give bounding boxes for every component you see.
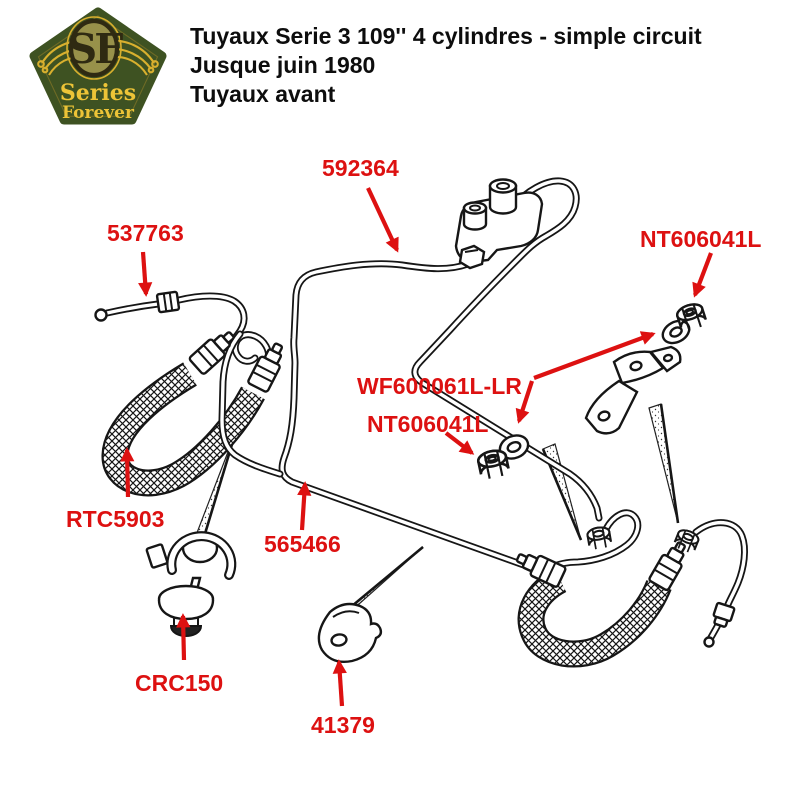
part-label-nt606041l-top: NT606041L [640,226,762,252]
badge-oval [68,18,120,78]
badge-oval-gold-ring [66,16,122,80]
part-label-537763: 537763 [107,220,184,246]
hose-fitting [188,331,235,375]
arrow-crc150 [176,613,191,661]
nut-nt606041l-top [676,303,707,332]
part-label-41379: 41379 [311,712,375,738]
part-label-592364: 592364 [322,155,399,181]
part-label-565466: 565466 [264,531,341,557]
arrow-592364 [366,187,399,253]
pipe-592364-565466-drawing [278,260,547,576]
pipe-loop-descent-drawing [411,177,603,522]
logo-forever-text: Forever [62,103,135,123]
part-label-wf600061l-lr: WF600061L-LR [357,373,522,399]
pipe-end-ball [94,308,108,322]
label-arrows [120,187,713,707]
arrow-nt606041l-mid [444,431,475,455]
title-line-2: Jusque juin 1980 [190,52,376,78]
hose-fitting [247,342,284,393]
clip-crc150-drawing [145,531,237,638]
nut-small-loop-pipe [586,526,613,550]
part-label-crc150: CRC150 [135,670,224,696]
hose-fitting [515,553,567,588]
part-label-nt606041l-mid: NT606041L [367,411,489,437]
part-label-rtc5903: RTC5903 [66,506,165,532]
pipe-end-ball [703,636,715,648]
pipe-end-fitting [712,601,736,628]
badge-inner-line [37,15,159,117]
nut-nt606041l-mid [476,449,510,479]
logo-monogram: SF [68,25,124,73]
logo-series-text: Series [60,80,136,106]
arrow-wf600061l-to-mid-washer [515,380,534,424]
arrow-wf600061l-to-top-washer [533,331,656,380]
title-line-1: Tuyaux Serie 3 109'' 4 cylindres - simpl… [190,23,702,49]
arrow-537763 [138,251,153,297]
pipe-small-loop-drawing [546,509,642,572]
bracket-41379-drawing [317,602,383,664]
hose-fitting [648,541,686,592]
leader-bracket-right [648,403,680,524]
series-forever-logo-icon: SF Series Forever [29,7,167,125]
arrow-rtc5903 [120,447,135,498]
hose-rtc5903-drawing [101,362,265,497]
arrow-565466 [297,481,312,531]
junction-union-drawing [454,178,544,270]
washer-wf600061l-top [661,319,691,345]
nut-right-pipe [673,529,700,553]
pipe-union-nut [155,290,181,314]
page-title: Tuyaux Serie 3 109'' 4 cylindres - simpl… [190,22,702,109]
bracket-right-drawing [584,345,682,435]
hose-front-right-drawing [517,568,672,668]
title-line-3: Tuyaux avant [190,81,336,107]
leader-41379 [345,546,424,612]
washer-wf600061l-mid [498,434,530,460]
arrow-nt606041l-top [692,252,713,298]
arrow-41379 [332,659,347,707]
